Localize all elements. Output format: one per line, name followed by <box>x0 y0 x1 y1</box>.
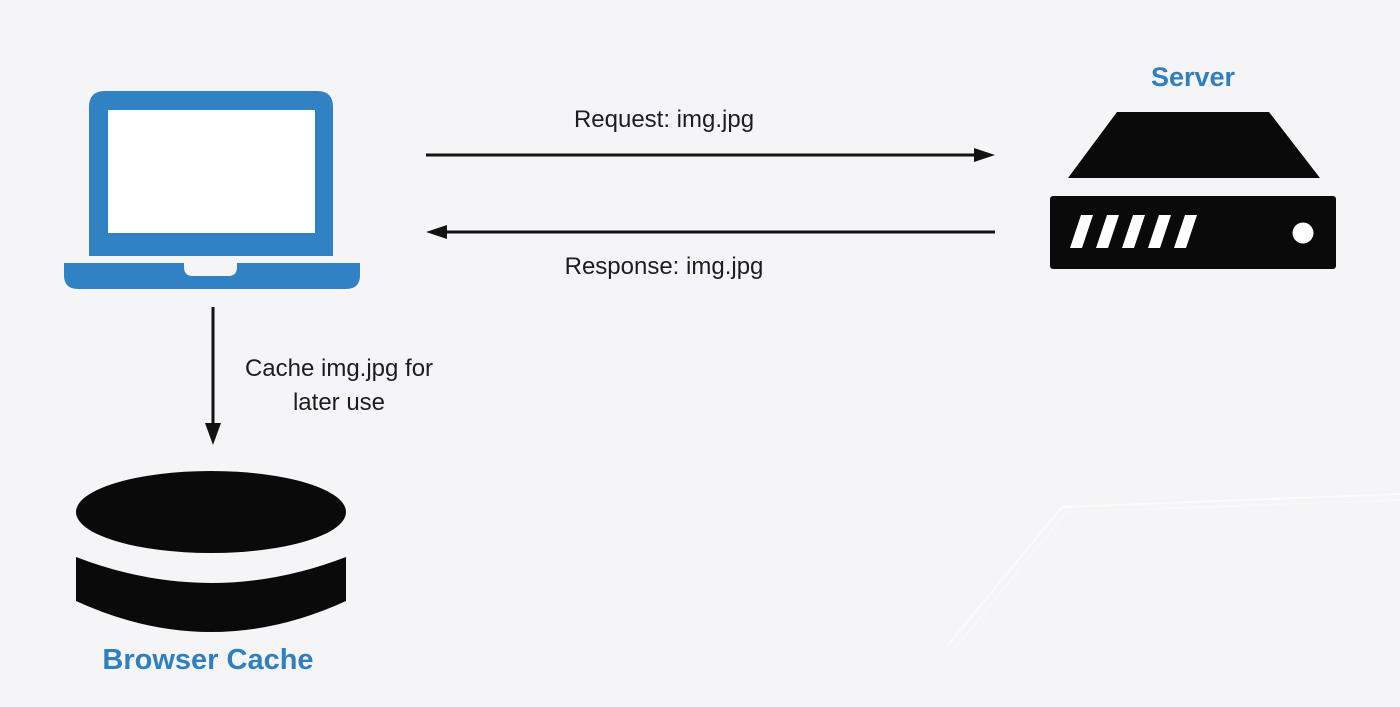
response-arrow <box>426 225 995 239</box>
server-icon <box>1050 112 1336 269</box>
request-arrow <box>426 148 995 162</box>
cache-arrow <box>205 307 221 445</box>
cache-arrow-label-line2: later use <box>292 389 386 416</box>
request-arrow-label: Request: img.jpg <box>573 106 755 133</box>
laptop-screen <box>108 110 315 233</box>
database-icon <box>76 471 346 632</box>
database-body <box>76 557 346 632</box>
response-arrow-label: Response: img.jpg <box>564 253 764 280</box>
cache-arrow-label-line1: Cache img.jpg for <box>244 355 434 382</box>
server-vents-icon <box>1070 215 1197 248</box>
server-top-panel <box>1068 112 1320 178</box>
server-led-icon <box>1292 222 1314 244</box>
browser-cache-label: Browser Cache <box>102 644 314 676</box>
laptop-icon <box>64 91 360 289</box>
watermark-line <box>947 493 1400 651</box>
database-top-disk <box>76 471 346 553</box>
server-body <box>1050 196 1336 269</box>
server-label: Server <box>1150 62 1236 92</box>
laptop-base-notch <box>184 263 237 276</box>
cache-arrow-label: Cache img.jpg for later use <box>229 352 449 420</box>
